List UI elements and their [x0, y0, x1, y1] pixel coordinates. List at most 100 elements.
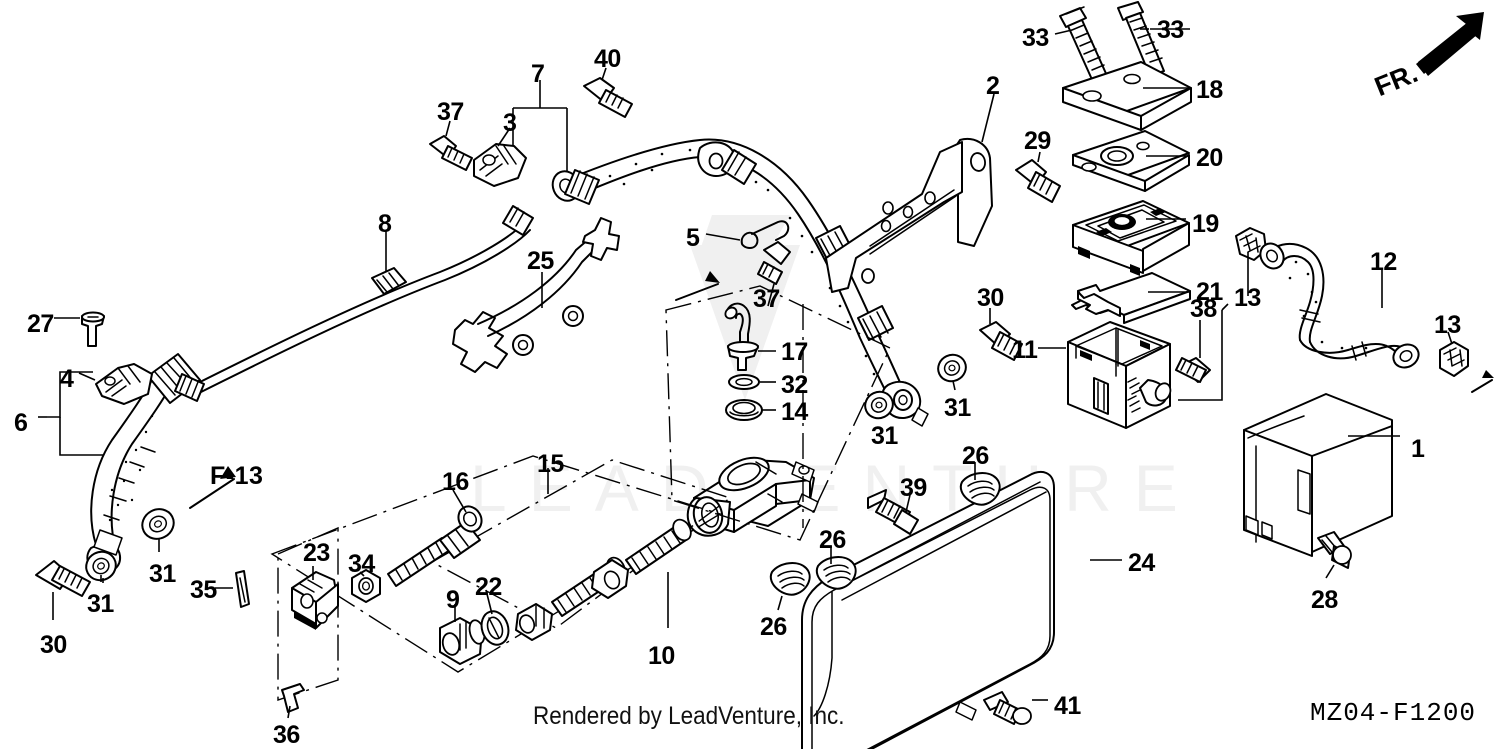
callout-number-37[interactable]: 37 [753, 285, 780, 313]
leader-39 [905, 494, 911, 513]
callout-number-23[interactable]: 23 [303, 539, 330, 567]
part-22-seal-ring [480, 610, 510, 646]
kit-box-15 [430, 459, 732, 629]
callout-number-33[interactable]: 33 [1022, 24, 1049, 52]
callout-number-32[interactable]: 32 [781, 371, 808, 399]
callout-number-36[interactable]: 36 [273, 721, 300, 749]
callout-number-26[interactable]: 26 [760, 613, 787, 641]
kit-spring-b [625, 518, 692, 575]
section-reference-f13[interactable]: F-13 [210, 462, 264, 490]
part-31-washer-b [141, 508, 175, 540]
callout-number-10[interactable]: 10 [648, 642, 675, 670]
callout-number-30[interactable]: 30 [40, 631, 67, 659]
fr-arrow [1416, 12, 1484, 76]
leader-3 [497, 127, 511, 147]
leader-4 [78, 372, 96, 381]
callout-number-15[interactable]: 15 [537, 450, 564, 478]
part-19-switch-body [1072, 200, 1190, 276]
callout-number-14[interactable]: 14 [781, 398, 808, 426]
callout-number-25[interactable]: 25 [527, 247, 554, 275]
part-3-hose-clamp [473, 143, 527, 187]
callout-number-5[interactable]: 5 [686, 224, 700, 252]
part-34-nut [351, 569, 381, 603]
part-8-brake-line [174, 205, 534, 402]
callout-number-19[interactable]: 19 [1192, 210, 1219, 238]
callout-number-3[interactable]: 3 [503, 109, 517, 137]
part-37-bolt-a [429, 135, 473, 171]
hose-7-left-fitting [551, 169, 600, 205]
callout-number-21[interactable]: 21 [1196, 278, 1223, 306]
callout-number-30[interactable]: 30 [977, 284, 1004, 312]
callout-number-38[interactable]: 38 [1190, 295, 1217, 323]
part-25-stay-plate [452, 217, 620, 373]
callout-number-4[interactable]: 4 [60, 365, 74, 393]
callout-number-8[interactable]: 8 [378, 210, 392, 238]
callout-number-17[interactable]: 17 [781, 338, 808, 366]
callout-number-2[interactable]: 2 [986, 72, 1000, 100]
callout-number-6[interactable]: 6 [14, 409, 28, 437]
kit-box-23 [277, 526, 339, 701]
callout-number-40[interactable]: 40 [594, 45, 621, 73]
part-31-washer-c [937, 353, 967, 383]
kit-sleeve-a [515, 603, 553, 641]
part-33-screw-b [1117, 1, 1165, 77]
hose-ferrule-upper [147, 353, 201, 404]
callout-number-9[interactable]: 9 [446, 586, 460, 614]
part-40-bolt [583, 77, 633, 118]
part-29-flange-bolt [1015, 159, 1061, 203]
hose-7-lower-ferrule-2 [857, 305, 894, 341]
part-30-flange-bolt-mid [979, 321, 1023, 361]
callout-number-39[interactable]: 39 [900, 474, 927, 502]
leader-2 [981, 93, 995, 143]
callout-number-31[interactable]: 31 [87, 590, 114, 618]
leader-16 [452, 489, 467, 513]
part-27-screw [81, 311, 105, 347]
callout-number-26[interactable]: 26 [962, 442, 989, 470]
callout-number-26[interactable]: 26 [819, 526, 846, 554]
leader-13-b [1447, 331, 1453, 345]
callout-number-7[interactable]: 7 [531, 60, 545, 88]
part-17-joint-pipe [724, 302, 759, 371]
hose-7-mid-joint [697, 141, 757, 185]
part-2-mounting-bracket [825, 138, 993, 293]
callout-number-13[interactable]: 13 [1434, 311, 1461, 339]
leader-36 [287, 705, 291, 719]
callout-number-11[interactable]: 11 [1012, 336, 1038, 364]
callout-number-31[interactable]: 31 [944, 394, 971, 422]
leader-37-a [445, 120, 451, 137]
callout-number-13[interactable]: 13 [1234, 284, 1261, 312]
callout-number-1[interactable]: 1 [1411, 435, 1425, 463]
part-38-bolt [1175, 357, 1211, 383]
part-41-self-tapping-screw [983, 691, 1032, 725]
leader-26-c [777, 595, 783, 611]
callout-number-37[interactable]: 37 [437, 98, 464, 126]
leader-22 [485, 589, 493, 615]
callout-number-27[interactable]: 27 [27, 310, 54, 338]
callout-number-33[interactable]: 33 [1157, 16, 1184, 44]
part-12-bent-hose [1259, 242, 1420, 369]
part-1-fuel-tank-reservoir [1243, 393, 1393, 557]
callout-number-12[interactable]: 12 [1370, 248, 1397, 276]
callout-number-41[interactable]: 41 [1054, 692, 1081, 720]
mc-arrow [675, 283, 719, 301]
callout-number-24[interactable]: 24 [1128, 549, 1155, 577]
callout-number-31[interactable]: 31 [149, 560, 176, 588]
callout-number-16[interactable]: 16 [442, 468, 469, 496]
part-6-hose-assembly [86, 353, 201, 574]
part-37-bolt-b [757, 241, 791, 285]
callout-number-18[interactable]: 18 [1196, 76, 1223, 104]
callout-number-31[interactable]: 31 [871, 422, 898, 450]
callout-number-22[interactable]: 22 [475, 573, 502, 601]
callout-number-29[interactable]: 29 [1024, 127, 1051, 155]
part-23-mount-bracket-small [291, 571, 339, 630]
part-20-base-plate [1072, 130, 1190, 192]
part-35-clip-pin [235, 570, 250, 608]
callout-number-28[interactable]: 28 [1311, 586, 1338, 614]
right-edge-arrow [1471, 379, 1493, 393]
leader-33-a [1054, 29, 1073, 35]
callout-number-20[interactable]: 20 [1196, 144, 1223, 172]
callout-number-35[interactable]: 35 [190, 576, 217, 604]
callout-number-34[interactable]: 34 [348, 550, 375, 578]
